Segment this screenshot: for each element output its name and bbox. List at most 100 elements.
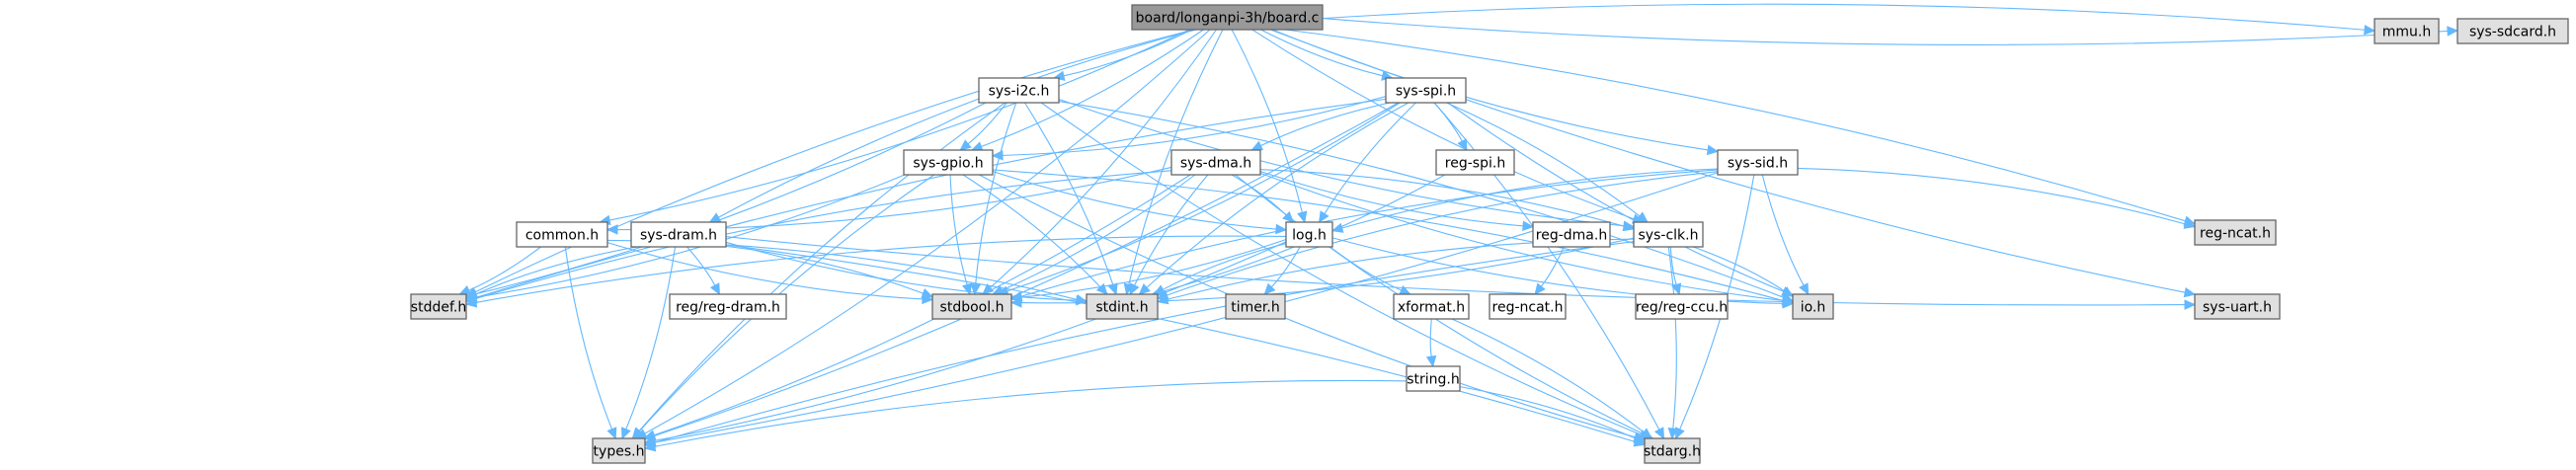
arrowhead-icon: [1522, 220, 1535, 232]
node-reg-dram[interactable]: reg/reg-dram.h: [669, 293, 787, 320]
node-box: [410, 293, 467, 320]
arrowhead-icon: [1633, 433, 1647, 443]
node-box: [978, 77, 1060, 104]
node-box: [1489, 293, 1567, 320]
edge-line: [1023, 102, 1114, 285]
node-sys-spi[interactable]: sys-spi.h: [1385, 77, 1467, 104]
arrowhead-icon: [631, 427, 644, 439]
node-box: [1792, 293, 1834, 320]
edge-line: [653, 174, 1191, 436]
node-sys-sid[interactable]: sys-sid.h: [1717, 149, 1799, 176]
edge-line: [1002, 174, 1196, 291]
node-reg-spi[interactable]: reg-spi.h: [1435, 149, 1515, 176]
node-label: io.h: [1801, 300, 1826, 316]
edge-line: [1429, 318, 1432, 357]
edge-line: [1797, 167, 2186, 225]
edge-line: [1667, 246, 1677, 430]
edge-sys_dma-to-sys_clk: [1259, 169, 1636, 232]
node-label: types.h: [594, 444, 645, 460]
node-board-c[interactable]: board/longanpi-3h/board.c: [1131, 4, 1324, 31]
node-box: [1393, 293, 1470, 320]
node-box: [1406, 365, 1461, 392]
edge-sys_dram-to-types: [621, 246, 677, 440]
node-label: reg/reg-dram.h: [676, 300, 780, 316]
node-reg-dma[interactable]: reg-dma.h: [1532, 221, 1611, 248]
edge-line: [1447, 102, 1784, 292]
node-mmu: mmu.h: [2374, 18, 2440, 44]
edge-line: [625, 246, 677, 430]
edge-line: [1669, 246, 1677, 285]
edge-line: [1251, 29, 1635, 220]
edge-board_c-to-stddef: [464, 29, 1194, 297]
edge-log-to-stdbool: [1009, 239, 1287, 303]
node-label: sys-dram.h: [640, 228, 717, 244]
node-label: stdbool.h: [940, 300, 1005, 316]
arrowhead-icon: [606, 427, 617, 440]
node-label: sys-dma.h: [1180, 156, 1251, 172]
node-string[interactable]: string.h: [1406, 365, 1461, 392]
edge-line: [644, 29, 1211, 434]
edge-line: [686, 246, 716, 286]
edge-sys_sid-to-io: [1761, 174, 1810, 296]
arrowhead-icon: [1297, 210, 1308, 224]
edge-sys_dram-to-sys_uart: [725, 236, 2197, 310]
edge-sys_i2c-to-stdint: [1023, 102, 1118, 296]
nodes-layer: board/longanpi-3h/board.c sys-i2c.h sys-sp…: [410, 4, 2569, 464]
edge-line: [1322, 3, 2366, 31]
edge-line: [725, 241, 1078, 301]
node-sys-dram[interactable]: sys-dram.h: [630, 221, 727, 248]
node-label: stdint.h: [1095, 300, 1148, 316]
node-stdbool: stdbool.h: [931, 293, 1012, 320]
edge-line: [1020, 239, 1287, 298]
arrowhead-icon: [1318, 210, 1329, 224]
node-box: [931, 293, 1012, 320]
edge-sys_dma-to-stdint: [1129, 174, 1209, 296]
arrowhead-icon: [970, 283, 981, 296]
edge-line: [1329, 246, 1402, 291]
arrowhead-icon: [1636, 211, 1649, 223]
node-xformat[interactable]: xformat.h: [1393, 293, 1470, 320]
edge-common-to-stddef: [458, 246, 541, 295]
node-sys-i2c[interactable]: sys-i2c.h: [978, 77, 1060, 104]
edge-string-to-stdarg: [1459, 386, 1647, 443]
node-label: sys-gpio.h: [913, 156, 983, 172]
edge-line: [990, 29, 1217, 288]
arrowhead-icon: [2447, 26, 2459, 37]
edge-log-to-timer: [1263, 246, 1301, 295]
arrowhead-icon: [1534, 282, 1546, 295]
node-common[interactable]: common.h: [516, 221, 608, 248]
edge-xformat-to-string: [1425, 318, 1437, 368]
node-box: [630, 221, 727, 248]
arrowhead-icon: [2184, 299, 2197, 310]
edge-board_c-to-sys_clk: [1251, 29, 1645, 224]
edge-line: [981, 29, 1204, 147]
edge-sys_spi-to-stddef: [464, 98, 1387, 303]
node-box: [1086, 293, 1159, 320]
node-box: [1435, 149, 1515, 176]
edge-line: [1324, 102, 1416, 214]
node-io: io.h: [1792, 293, 1834, 320]
edge-line: [725, 244, 1636, 442]
node-label: sys-i2c.h: [989, 84, 1050, 100]
node-label: string.h: [1407, 372, 1460, 388]
node-label: mmu.h: [2382, 25, 2431, 40]
edge-line: [1128, 29, 1224, 285]
node-box: [2194, 293, 2281, 320]
node-sys-gpio[interactable]: sys-gpio.h: [903, 149, 994, 176]
node-label: reg-ncat.h: [1492, 300, 1564, 316]
arrowhead-icon: [1781, 286, 1795, 297]
node-sys-clk[interactable]: sys-clk.h: [1633, 221, 1704, 248]
edge-line: [1146, 102, 1409, 288]
arrowhead-icon: [458, 284, 472, 295]
node-reg-ccu[interactable]: reg/reg-ccu.h: [1635, 293, 1729, 320]
node-reg-ncat-sys: reg-ncat.h: [2194, 219, 2277, 246]
arrowhead-icon: [1782, 298, 1795, 309]
edge-line: [1761, 174, 1805, 286]
node-box: [1644, 437, 1701, 464]
node-log[interactable]: log.h: [1285, 221, 1333, 248]
node-sys-dma[interactable]: sys-dma.h: [1170, 149, 1261, 176]
node-reg-ncat[interactable]: reg-ncat.h: [1489, 293, 1567, 320]
edge-line: [1259, 172, 1784, 301]
edge-line: [1433, 102, 1463, 142]
